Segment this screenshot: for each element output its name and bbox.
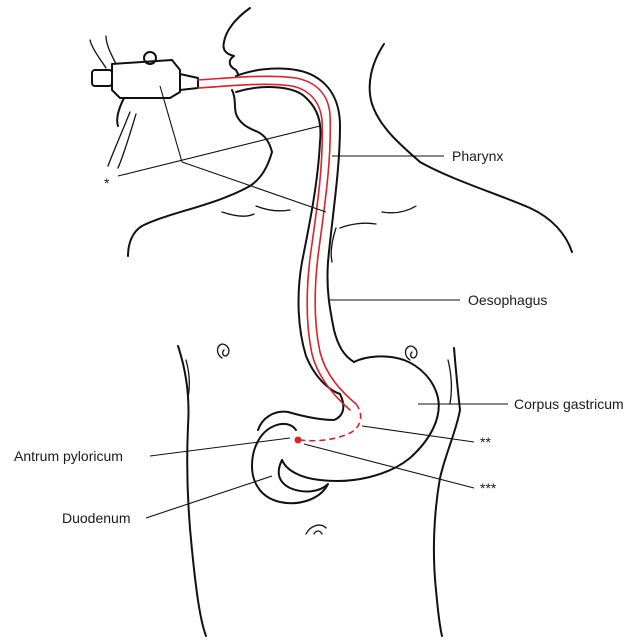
label-duodenum: Duodenum [62, 510, 131, 526]
label-antrum-pyloricum: Antrum pyloricum [14, 448, 123, 464]
right-nipple [406, 346, 417, 360]
navel [306, 525, 326, 534]
leader-lines [118, 86, 508, 518]
label-star3: *** [480, 480, 497, 496]
endoscope-handle [90, 36, 198, 168]
label-star1: * [104, 175, 110, 191]
head-outline [223, 8, 272, 152]
duodenum-outline [252, 424, 328, 503]
star2-leader [362, 426, 474, 442]
oesophagus-outline [236, 69, 354, 395]
left-nipple [218, 344, 229, 358]
endoscope-tip [295, 437, 302, 444]
label-pharynx: Pharynx [452, 148, 503, 164]
label-corpus-gastricum: Corpus gastricum [514, 396, 624, 412]
label-star2: ** [480, 434, 491, 450]
duodenum-leader [146, 476, 272, 518]
antrum-leader [150, 438, 290, 456]
label-oesophagus: Oesophagus [468, 292, 547, 308]
endoscope-tip-path [300, 404, 361, 441]
star1-leader-a [118, 126, 320, 176]
stomach-outline [252, 356, 439, 503]
endoscope-tube [198, 76, 361, 443]
